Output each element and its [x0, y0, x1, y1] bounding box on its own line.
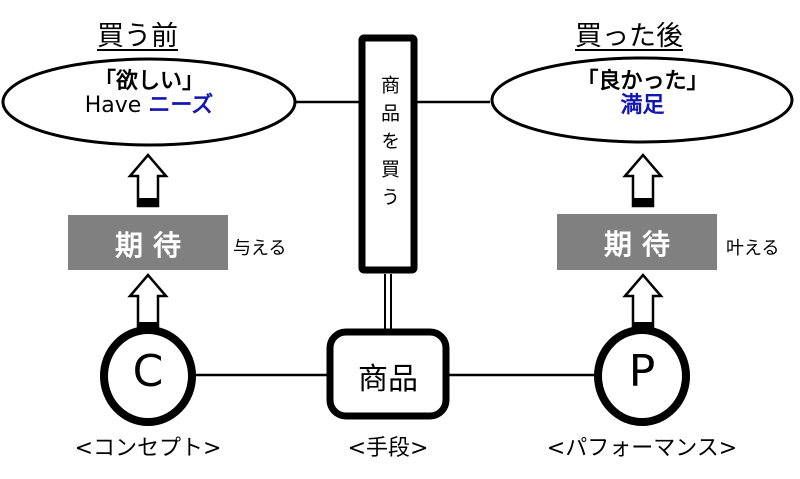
after-ellipse: [490, 56, 794, 144]
before-expectation-side-label: 与える: [233, 238, 287, 259]
up-arrow-icon: [127, 153, 169, 208]
action-label: 商品を買う: [378, 75, 400, 215]
concept-caption: <コンセプト>: [74, 436, 222, 461]
product-caption: <手段>: [347, 436, 429, 461]
before-ellipse-line1: 「欲しい」: [93, 69, 204, 94]
before-ellipse-line2: Have ニーズ: [9, 94, 289, 118]
before-expectation-label: 期待: [114, 229, 191, 262]
product-box: [326, 328, 450, 420]
after-header: 買った後: [575, 21, 683, 52]
up-arrow-icon: [622, 153, 664, 208]
up-arrow-icon: [622, 273, 664, 330]
after-ellipse-line1: 「良かった」: [576, 69, 709, 94]
product-label: 商品: [358, 362, 418, 397]
after-ellipse-text: 「良かった」 満足: [500, 69, 785, 119]
performance-letter: P: [628, 346, 656, 397]
after-expectation-side-label: 叶える: [726, 238, 780, 259]
after-expectation-label: 期待: [603, 228, 680, 261]
before-ellipse-needs: ニーズ: [148, 93, 214, 119]
up-arrow-icon: [127, 273, 169, 330]
after-ellipse-satisfaction: 満足: [620, 93, 665, 119]
before-ellipse-text: 「欲しい」 Have ニーズ: [9, 69, 289, 118]
performance-caption: <パフォーマンス>: [546, 436, 738, 461]
before-header: 買う前: [97, 21, 178, 52]
after-expectation-box: [557, 214, 717, 270]
before-expectation-box: [68, 215, 228, 270]
before-ellipse-have: Have: [84, 93, 149, 119]
before-ellipse: [1, 57, 297, 147]
concept-letter: C: [132, 346, 164, 397]
action-box: [358, 34, 418, 274]
